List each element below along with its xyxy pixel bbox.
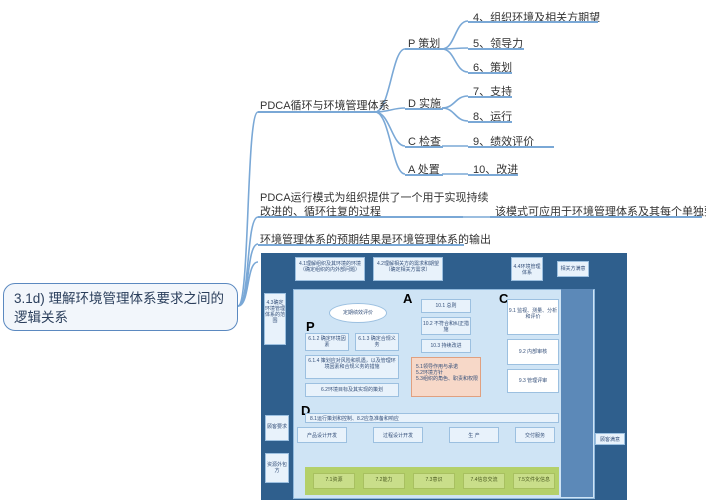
fig-label-p: P <box>306 319 315 334</box>
fig-label-c: C <box>499 291 509 306</box>
topic-c-item-1[interactable]: 9、绩效评价 <box>473 136 535 148</box>
fig-box-4-3: 4.3确定环境管理体系的范围 <box>264 293 286 345</box>
topic-d-item-2[interactable]: 8、运行 <box>473 111 513 123</box>
fig-box-resources: 资源外包方 <box>265 453 289 483</box>
topic-p-item-3-underline <box>468 72 512 74</box>
topic-d-item-2-underline <box>468 121 512 123</box>
topic-result[interactable]: 环境管理体系的预期结果是环境管理体系的输出 <box>260 234 491 246</box>
fig-box-flow-1: 产品设计开发 <box>297 427 347 443</box>
topic-pdca[interactable]: PDCA循环与环境管理体系 <box>260 100 390 112</box>
root-topic-label: 3.1d) 理解环境管理体系要求之间的逻辑关系 <box>14 291 225 325</box>
fig-box-customer-satisfaction: 顾客满意 <box>595 433 625 445</box>
fig-box-flow-3: 生 产 <box>449 427 499 443</box>
fig-box-flow-4: 交付服务 <box>515 427 555 443</box>
fig-box-related-parties: 相关方满意 <box>557 261 589 277</box>
fig-box-leadership: 5.1领导作用与承诺 5.2环境方针 5.3组织的角色、职责和权限 <box>411 357 481 397</box>
topic-p-item-2[interactable]: 5、领导力 <box>473 38 524 50</box>
topic-p-underline <box>405 48 443 50</box>
topic-d-item-1[interactable]: 7、支持 <box>473 86 513 98</box>
fig-box-10-2: 10.2 不符合和纠正措施 <box>421 317 471 335</box>
fig-box-9-2: 9.2 内部审核 <box>507 339 559 365</box>
fig-box-6-1-4: 6.1.4 策划应对风险和机遇，以及管理环境因素和合规义务的措施 <box>305 355 399 379</box>
fig-box-6-1-2: 6.1.2 确定环境因素 <box>305 333 349 351</box>
topic-d-underline <box>405 108 443 110</box>
root-topic[interactable]: 3.1d) 理解环境管理体系要求之间的逻辑关系 <box>3 283 238 331</box>
topic-mode-child-underline <box>490 216 702 218</box>
topic-mode-line1[interactable]: PDCA运行模式为组织提供了一个用于实现持续 <box>260 192 489 204</box>
fig-support-7-2: 7.2能力 <box>363 473 405 489</box>
fig-box-4-4: 4.4环境管理体系 <box>511 257 543 281</box>
fig-label-d: D <box>301 403 311 418</box>
fig-box-6-1-3: 6.1.3 确定合规义务 <box>355 333 399 351</box>
fig-box-9-3: 9.3 管理评审 <box>507 369 559 393</box>
topic-a-underline <box>405 174 443 176</box>
fig-box-10-1: 10.1 总则 <box>421 299 471 313</box>
fig-support-7-3: 7.3意识 <box>413 473 455 489</box>
figure-right-strip <box>561 289 593 497</box>
fig-box-10-3: 10.3 持续改进 <box>421 339 471 353</box>
topic-p[interactable]: P 策划 <box>408 38 441 50</box>
fig-box-4-2: 4.2理解相关方的需求和期望 （确定相关方需求） <box>373 257 443 281</box>
topic-a-item-1-underline <box>468 174 518 176</box>
topic-c[interactable]: C 检查 <box>408 136 441 148</box>
topic-pdca-underline <box>258 111 376 113</box>
topic-a-item-1[interactable]: 10、改进 <box>473 164 519 176</box>
topic-c-item-1-underline <box>468 146 554 148</box>
fig-box-periodic-eval: 定期绩效评价 <box>329 303 387 323</box>
fig-support-7-1: 7.1资源 <box>313 473 355 489</box>
fig-box-4-1: 4.1理解组织及其环境的环境 （确定组织的内外部问题） <box>295 257 365 281</box>
fig-box-flow-2: 过程设计开发 <box>373 427 423 443</box>
fig-box-6-2: 6.2环境目标及其实现的策划 <box>305 383 399 397</box>
embedded-diagram-image[interactable]: 4.1理解组织及其环境的环境 （确定组织的内外部问题） 4.2理解相关方的需求和… <box>261 253 627 500</box>
topic-result-underline <box>258 244 464 246</box>
topic-a[interactable]: A 处置 <box>408 164 440 176</box>
topic-p-item-2-underline <box>468 48 524 50</box>
fig-box-8-ops: 8.1运行策划和控制、8.2应急准备和响应 <box>305 413 559 423</box>
topic-mode-child[interactable]: 该模式可应用于环境管理体系及其每个单独要素 <box>495 206 706 218</box>
fig-box-9-1: 9.1 监视、测量、分析和评价 <box>507 299 559 335</box>
fig-support-7-4: 7.4信息交流 <box>463 473 505 489</box>
topic-p-item-3[interactable]: 6、策划 <box>473 62 513 74</box>
topic-c-underline <box>405 146 443 148</box>
fig-box-customer-req: 顾客要求 <box>265 415 289 441</box>
topic-mode-line2[interactable]: 改进的、循环往复的过程 <box>260 206 381 218</box>
topic-mode-underline <box>258 216 463 218</box>
topic-d[interactable]: D 实施 <box>408 98 441 110</box>
topic-p-item-1-underline <box>468 21 598 23</box>
topic-d-item-1-underline <box>468 96 512 98</box>
fig-label-a: A <box>403 291 413 306</box>
fig-support-7-5: 7.5文件化信息 <box>513 473 555 489</box>
